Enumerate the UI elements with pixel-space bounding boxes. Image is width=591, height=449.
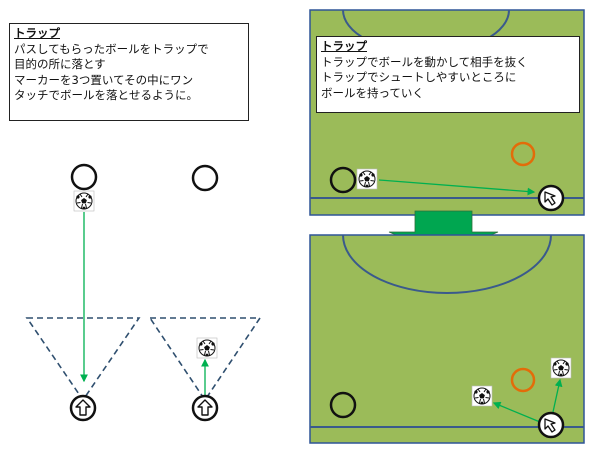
ball-icon bbox=[550, 357, 572, 379]
note-line: ボールを持っていく bbox=[321, 85, 424, 100]
ball-icon bbox=[356, 168, 378, 190]
left-note: トラップ パスしてもらったボールをトラップで 目的の所に落とす マーカーを3つ置… bbox=[9, 23, 249, 121]
pass-arrow bbox=[378, 179, 536, 196]
up-arrow-icon bbox=[69, 394, 97, 422]
cone-marker bbox=[191, 164, 219, 192]
field-bottom bbox=[309, 234, 585, 444]
note-line: トラップでシュートしやすいところに bbox=[321, 70, 517, 84]
up-arrow-icon bbox=[191, 394, 219, 422]
trap-arrow bbox=[492, 401, 541, 423]
trap-arrow bbox=[552, 378, 563, 413]
note-line: マーカーを3つ置いてその中にワン bbox=[14, 72, 194, 87]
note-line: パスしてもらったボールをトラップで bbox=[14, 41, 209, 56]
note-line: 目的の所に落とす bbox=[14, 57, 106, 71]
note-line: タッチでボールを落とせるように。 bbox=[14, 88, 198, 102]
ball-icon bbox=[471, 385, 493, 407]
cone-marker bbox=[70, 163, 98, 191]
orange-marker bbox=[510, 367, 536, 393]
cone-marker bbox=[329, 166, 357, 194]
note-title: トラップ bbox=[321, 39, 367, 53]
cursor-arrow-icon bbox=[537, 411, 565, 439]
left-drill bbox=[25, 163, 262, 422]
cone-marker bbox=[329, 391, 357, 419]
dashed-triangle bbox=[25, 317, 141, 402]
dashed-triangle bbox=[148, 317, 262, 402]
note-title: トラップ bbox=[14, 26, 60, 40]
ball-icon bbox=[196, 337, 218, 359]
note-line: トラップでボールを動かして相手を抜く bbox=[321, 54, 528, 69]
ball-icon bbox=[73, 190, 95, 212]
right-note: トラップ トラップでボールを動かして相手を抜く トラップでシュートしやすいところ… bbox=[316, 36, 580, 113]
orange-marker bbox=[510, 141, 536, 167]
cursor-arrow-icon bbox=[537, 184, 565, 212]
